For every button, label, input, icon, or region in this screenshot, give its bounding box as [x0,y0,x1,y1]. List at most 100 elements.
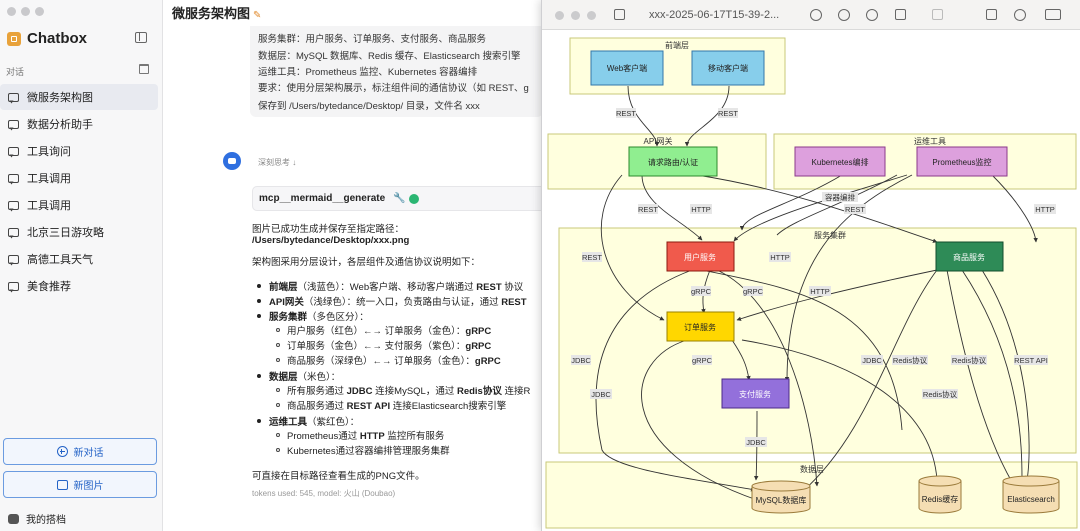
bullet [257,284,261,288]
clear-conversations-icon[interactable] [139,64,149,74]
message-meta: tokens used: 545, model: 火山 (Doubao) [252,489,396,498]
edge-label: 容器编排 [825,192,855,202]
conversation-item[interactable]: 美食推荐 [0,273,158,299]
pay-service-label: 支付服务 [739,389,771,399]
image-icon [56,479,68,490]
sub-bullet [276,328,280,332]
edge-label: JDBC [591,390,611,399]
sub-item: 用户服务（红色）←→ 订单服务（金色）：gRPC [287,326,492,337]
chat-bubble-icon [8,146,19,156]
preview-close-button[interactable] [555,11,564,20]
window-close-button[interactable] [7,7,16,16]
conversation-item[interactable]: 工具调用 [0,192,158,218]
router-label: 请求路由/认证 [648,157,698,167]
redis-node-top [918,475,962,487]
section-label: 对话 [6,67,25,77]
mobile-client-label: 移动客户端 [708,63,748,73]
bullet [257,314,261,318]
info-icon[interactable] [810,9,822,21]
conversation-item[interactable]: 高德工具天气 [0,246,158,272]
conversation-label: 微服务架构图 [27,92,93,104]
markup-pen-icon[interactable] [932,9,943,20]
mobile-client-node [691,50,765,86]
edge-label: Redis协议 [893,355,928,365]
edge-label: gRPC [692,356,713,365]
sub-item: Prometheus通过 HTTP 监控所有服务 [287,431,445,442]
bullet [257,299,261,303]
preview-toolbar: xxx-2025-06-17T15-39-2... [542,0,1080,30]
frontend-layer-label: 前端层 [665,40,689,50]
my-partner-item[interactable]: 我的搭档 [8,511,66,526]
order-service-label: 订单服务 [684,322,716,332]
sub-bullet [276,388,280,392]
result-text: 图片已成功生成并保存至指定路径： [252,224,405,235]
preview-minimize-button[interactable] [571,11,580,20]
mysql-node [751,486,811,514]
new-chat-button[interactable]: 新对话 [3,438,157,465]
data-layer [545,461,1078,529]
edge-label: REST [638,205,658,214]
new-image-label: 新图片 [73,481,104,492]
tool-name: mcp__mermaid__generate [259,193,386,204]
sub-item: 商品服务通过 REST API 连接Elasticsearch搜索引擎 [287,401,507,412]
data-layer-label: 数据层 [800,464,824,474]
architecture-diagram: 前端层 API网关 运维工具 服务集群 数据层 [545,37,1078,529]
conversation-item[interactable]: 数据分析助手 [0,111,158,137]
conversation-item[interactable]: 北京三日游攻略 [0,219,158,245]
thinking-toggle[interactable]: 深刻思考 ↓ [258,158,297,167]
gateway-layer-label: API网关 [644,136,673,146]
conversation-item[interactable]: 工具调用 [0,165,158,191]
chat-bubble-icon [8,281,19,291]
tool-call-card[interactable]: mcp__mermaid__generate 🔧 [252,186,552,211]
chat-bubble-icon [8,227,19,237]
conversation-item[interactable]: 微服务架构图 [0,84,158,110]
share-icon[interactable] [895,9,906,20]
conversation-label: 工具调用 [27,173,71,185]
mysql-node-top [751,480,811,492]
wrench-icon: 🔧 [393,193,406,204]
edge-label: HTTP [691,205,711,214]
sub-bullet [276,433,280,437]
edge-label: REST [582,253,602,262]
chat-title: 微服务架构图✎ [172,6,262,21]
preview-zoom-button[interactable] [587,11,596,20]
brand-name: Chatbox [27,30,87,47]
user-message-line: 保存到 /Users/bytedance/Desktop/ 目录，文件名 xxx [258,101,480,112]
sub-item: 订单服务（金色）←→ 支付服务（紫色）：gRPC [287,341,492,352]
edge-label: REST [718,109,738,118]
sidebar-collapse-icon[interactable] [135,32,147,43]
edge-label: JDBC [571,356,591,365]
web-client-node [590,50,664,86]
conversation-label: 高德工具天气 [27,254,93,266]
router-node [628,146,718,177]
prometheus-node [916,146,1008,177]
zoom-in-icon[interactable] [866,9,878,21]
bullet [257,374,261,378]
redis-node [918,481,962,514]
rotate-icon[interactable] [986,9,997,20]
sidebar-toggle-icon[interactable] [614,9,625,20]
annotate-icon[interactable] [1045,9,1061,20]
mysql-label: MySQL数据库 [756,495,807,505]
cluster-layer-label: 服务集群 [814,230,846,240]
result-path: /Users/bytedance/Desktop/xxx.png [252,235,410,246]
new-chat-label: 新对话 [73,448,104,459]
window-zoom-button[interactable] [35,7,44,16]
chat-panel: 服务集群：用户服务、订单服务、支付服务、商品服务 数据层：MySQL 数据库、R… [163,0,552,531]
edit-pencil-icon[interactable]: ✎ [253,10,262,21]
assistant-avatar [223,152,241,170]
sub-bullet [276,448,280,452]
order-service-node [666,311,735,342]
window-minimize-button[interactable] [21,7,30,16]
new-image-button[interactable]: 新图片 [3,471,157,498]
sub-bullet [276,358,280,362]
accessibility-icon[interactable] [1014,9,1026,21]
edge-label: REST [616,109,636,118]
kubernetes-label: Kubernetes编排 [812,157,869,167]
conversation-item[interactable]: 工具询问 [0,138,158,164]
edge-label: HTTP [770,253,790,262]
bullet [257,419,261,423]
edge-label: REST [845,205,865,214]
sub-item: 商品服务（深绿色）←→ 订单服务（金色）：gRPC [287,356,501,367]
zoom-out-icon[interactable] [838,9,850,21]
